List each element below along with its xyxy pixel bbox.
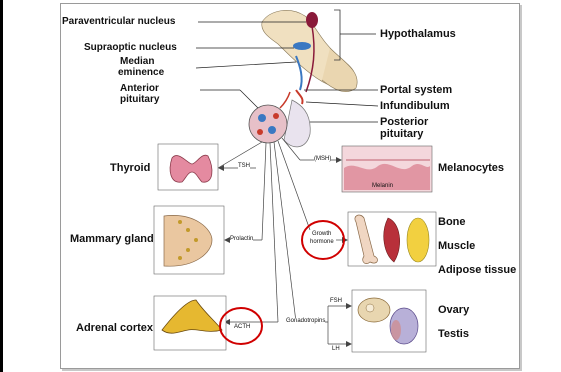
label-adrenal-cortex: Adrenal cortex (76, 322, 153, 334)
label-testis: Testis (438, 328, 469, 340)
hormone-lh: LH (332, 346, 340, 353)
hormone-hormone: hormone (310, 239, 334, 246)
label-hypothalamus: Hypothalamus (380, 28, 456, 40)
label-mammary-gland: Mammary gland (70, 233, 154, 245)
cell-cluster (258, 114, 266, 122)
anterior-pituitary-shape (249, 105, 287, 143)
cell-cluster (268, 126, 276, 134)
label-thyroid: Thyroid (110, 162, 150, 174)
label-anterior-pituitary: pituitary (120, 94, 159, 105)
ovary-shape (358, 298, 390, 322)
label-eminence: eminence (118, 67, 164, 78)
portal-vessel-2 (280, 92, 290, 108)
label-portal-system: Portal system (380, 84, 452, 96)
adipose-shape (407, 218, 429, 262)
label-anterior: Anterior (120, 83, 159, 94)
cell-cluster (257, 129, 263, 135)
label-adipose-tissue: Adipose tissue (438, 264, 516, 276)
label-infundibulum: Infundibulum (380, 100, 450, 112)
label-posterior: Posterior (380, 116, 428, 128)
hormone-acth: ACTH (234, 324, 250, 331)
hormone-msh: (MSH) (314, 156, 331, 163)
portal-vessel (296, 90, 303, 104)
hormone-melanin: Melanin (372, 183, 393, 190)
label-supraoptic-nucleus: Supraoptic nucleus (84, 42, 177, 53)
label-median: Median (120, 56, 154, 67)
label-muscle: Muscle (438, 240, 475, 252)
paraventricular-nucleus-shape (306, 12, 318, 28)
label-melanocytes: Melanocytes (438, 162, 504, 174)
hormone-tsh: TSH (238, 163, 250, 170)
hormone-gonadotropins: Gonadotropins (286, 318, 325, 325)
cell-cluster (273, 113, 279, 119)
hormone-growth: Growth (312, 231, 331, 238)
posterior-pituitary-shape (284, 100, 310, 147)
hormone-fsh: FSH (330, 298, 342, 305)
hormone-prolactin: Prolactin (230, 236, 253, 243)
label-paraventricular-nucleus: Paraventricular nucleus (62, 16, 175, 27)
supraoptic-nucleus-shape (293, 42, 311, 50)
label-posterior-pituitary: pituitary (380, 128, 423, 140)
label-ovary: Ovary (438, 304, 469, 316)
label-bone: Bone (438, 216, 466, 228)
